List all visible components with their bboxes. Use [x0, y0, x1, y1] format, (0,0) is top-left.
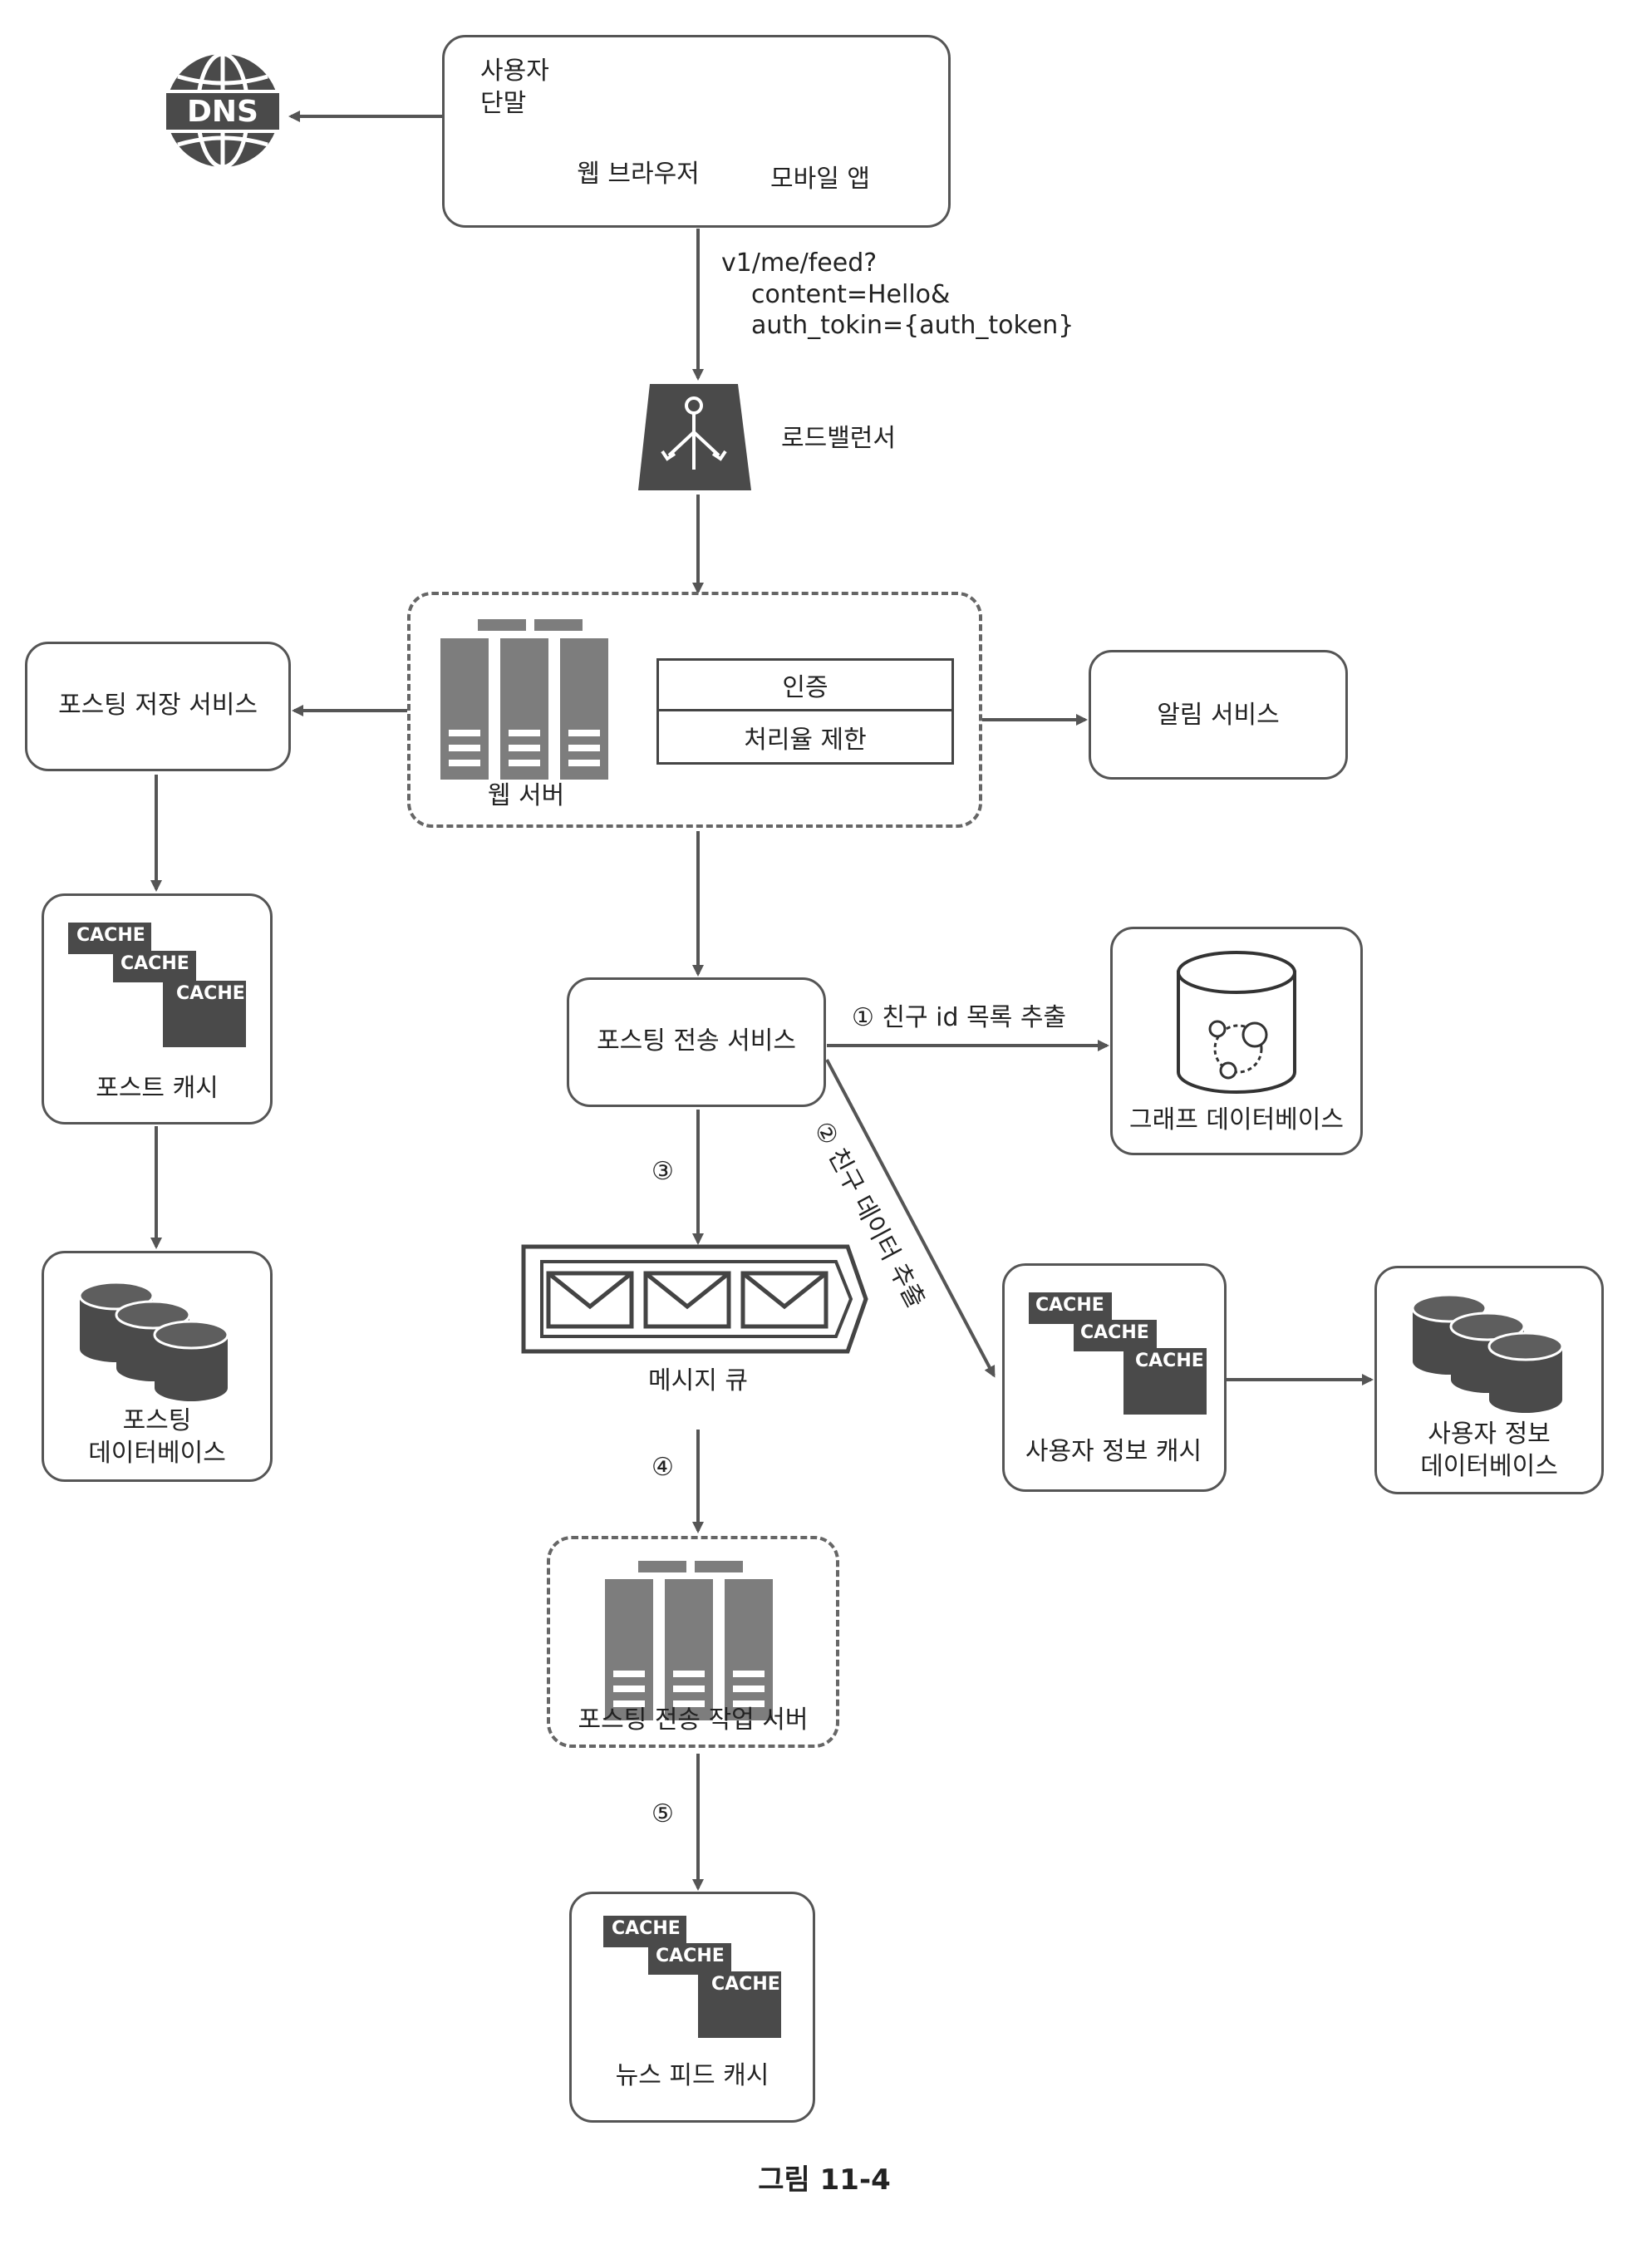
post-storage-service-box: 포스팅 저장 서비스 — [25, 642, 291, 771]
graph-db-icon — [1177, 951, 1296, 1094]
post-cache-icon — [68, 923, 246, 1047]
fanout-workers-group — [547, 1536, 839, 1748]
news-feed-cache-label: 뉴스 피드 캐시 — [615, 2061, 769, 2090]
step1-label: ① 친구 id 목록 추출 — [852, 1003, 1067, 1032]
fanout-workers-label: 포스팅 전송 작업 서버 — [578, 1705, 809, 1735]
news-feed-cache-tag-3: CACHE — [711, 1974, 780, 1995]
request-url-line1: v1/me/feed? — [721, 249, 878, 278]
news-feed-cache-icon — [603, 1916, 781, 2038]
request-url-line3: auth_tokin={auth_token} — [751, 311, 1074, 340]
user-db-label: 사용자 정보 데이터베이스 — [1420, 1420, 1558, 1481]
rate-limit-label: 처리율 제한 — [744, 725, 867, 755]
post-cache-tag-1: CACHE — [76, 925, 145, 946]
load-balancer-label: 로드밸런서 — [781, 424, 896, 453]
figure-caption: 그림 11-4 — [758, 2163, 891, 2197]
user-cache-tag-2: CACHE — [1080, 1322, 1149, 1343]
post-storage-service-label: 포스팅 저장 서비스 — [58, 691, 258, 720]
user-cache-icon — [1029, 1292, 1207, 1415]
post-db-label: 포스팅 데이터베이스 — [88, 1406, 226, 1468]
mobile-label: 모바일 앱 — [770, 165, 870, 194]
client-box — [442, 35, 951, 228]
worker-server-icon — [605, 1561, 773, 1720]
user-cache-label: 사용자 정보 캐시 — [1025, 1437, 1202, 1466]
request-url: v1/me/feed? content=Hello& auth_tokin={a… — [721, 248, 1074, 342]
post-cache-label: 포스트 캐시 — [96, 1074, 219, 1103]
step3-label: ③ — [651, 1157, 674, 1186]
step4-label: ④ — [651, 1453, 674, 1482]
fanout-service-box: 포스팅 전송 서비스 — [567, 977, 826, 1107]
web-server-label: 웹 서버 — [487, 781, 565, 810]
user-db-box — [1374, 1266, 1604, 1494]
request-url-line2: content=Hello& — [751, 279, 951, 309]
message-queue-icon — [521, 1244, 868, 1354]
user-cache-box — [1002, 1263, 1227, 1492]
notification-service-box: 알림 서비스 — [1089, 650, 1348, 780]
web-server-icon — [440, 619, 608, 780]
post-cache-box — [42, 893, 273, 1124]
client-title: 사용자 단말 — [480, 57, 549, 118]
arrow-fanout-to-usercache — [825, 1059, 996, 1378]
dns-globe-icon — [163, 52, 283, 170]
news-feed-cache-box — [569, 1892, 815, 2123]
news-feed-cache-tag-2: CACHE — [656, 1946, 725, 1966]
graph-db-box — [1110, 927, 1363, 1155]
web-server-group — [407, 592, 982, 828]
news-feed-cache-tag-1: CACHE — [612, 1918, 681, 1939]
message-queue-label: 메시지 큐 — [648, 1366, 748, 1395]
post-cache-tag-2: CACHE — [120, 953, 189, 974]
user-cache-tag-3: CACHE — [1135, 1351, 1204, 1371]
fanout-service-label: 포스팅 전송 서비스 — [597, 1026, 796, 1056]
notification-service-label: 알림 서비스 — [1157, 701, 1280, 730]
auth-label: 인증 — [659, 661, 951, 711]
step5-label: ⑤ — [651, 1799, 674, 1828]
post-db-box — [42, 1251, 273, 1482]
user-cache-tag-1: CACHE — [1035, 1295, 1104, 1316]
browser-label: 웹 브라우저 — [577, 160, 700, 189]
load-balancer-icon — [638, 384, 751, 490]
post-cache-tag-3: CACHE — [176, 983, 245, 1004]
graph-db-label: 그래프 데이터베이스 — [1129, 1105, 1344, 1134]
auth-ratelimit-box: 인증 처리율 제한 — [656, 658, 954, 765]
dns-label: DNS — [187, 95, 258, 129]
